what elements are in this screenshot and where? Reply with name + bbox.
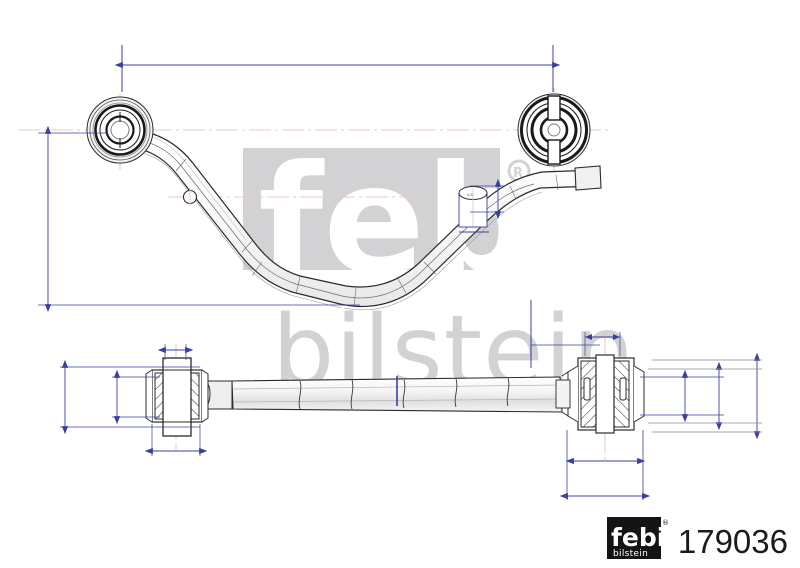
watermark-registered-letter: R — [513, 166, 523, 181]
dim-left-sleeve-bore — [157, 344, 194, 360]
dimension-lines-group — [38, 45, 762, 500]
dim-overall-length-top — [114, 45, 561, 92]
dim-right-bushing-widths — [559, 430, 651, 500]
febi-bilstein-logo: febi bilstein ® — [606, 516, 668, 560]
arm-right-tail — [574, 165, 602, 191]
logo-and-part-number: febi bilstein ® 179036 — [606, 516, 788, 560]
dim-right-leader-drop — [530, 300, 600, 368]
arm-rib-upper — [139, 139, 535, 299]
left-bushing-left-flange — [145, 369, 153, 423]
rod-break-lines — [298, 377, 510, 410]
left-bushing-eye — [86, 96, 154, 164]
dim-detail-tab — [459, 178, 504, 233]
right-bushing-upper-key — [547, 95, 561, 121]
logo-background — [606, 517, 661, 559]
dim-overall-height-top — [38, 125, 360, 313]
tab-detail-label: 4,5 — [467, 192, 473, 197]
logo-primary-text: febi — [611, 523, 665, 552]
right-bushing-eye — [517, 93, 591, 167]
left-bushing-right-flange — [201, 369, 209, 423]
bracket-tab-detail: 4,5 — [458, 186, 488, 228]
left-inner-sleeve — [162, 357, 192, 437]
arm-stamp-lines — [175, 158, 559, 307]
right-inner-sleeve — [595, 354, 615, 434]
arm-rib-lower-left — [135, 150, 342, 309]
dim-left-bushing-heights — [60, 359, 200, 435]
logo-secondary-text: bilstein — [613, 549, 648, 559]
right-bushing-lower-key — [547, 139, 561, 165]
left-bushing-section — [145, 357, 209, 437]
right-bushing-right-flange — [633, 365, 645, 423]
right-bushing-right-void — [619, 377, 627, 401]
dim-right-sleeve-bore — [584, 332, 621, 356]
dim-left-bushing-width — [144, 424, 208, 456]
logo-registered-icon: ® — [662, 519, 668, 527]
top-view: 4,5 — [86, 93, 602, 311]
arm-rib-lower-right — [343, 191, 543, 311]
right-stud-joint — [555, 379, 571, 409]
right-bushing-section — [561, 354, 645, 434]
right-bushing-left-void — [583, 377, 591, 401]
part-number: 179036 — [677, 523, 788, 560]
center-locating-hole — [182, 188, 198, 206]
dim-right-bushing-heights — [640, 352, 762, 440]
